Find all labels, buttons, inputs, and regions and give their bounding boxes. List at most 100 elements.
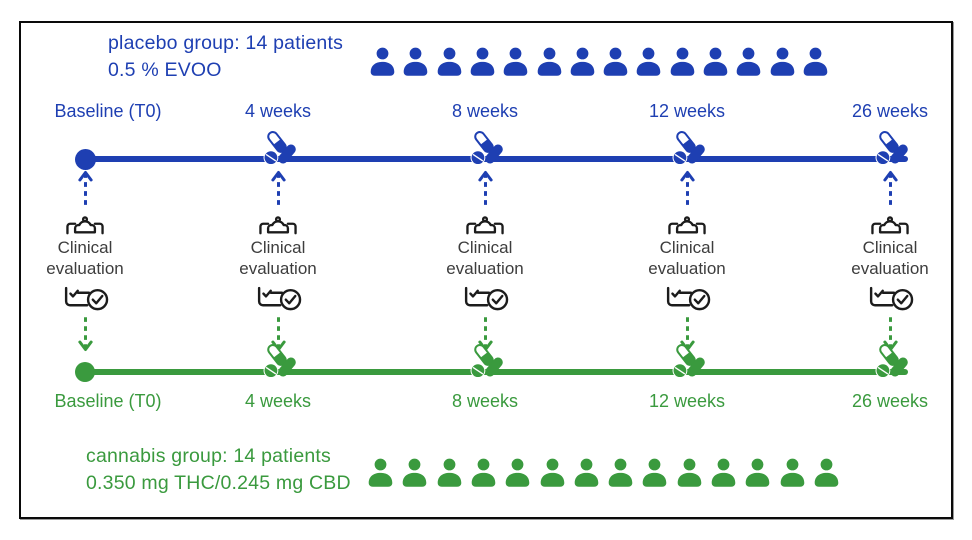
person-icon bbox=[608, 458, 633, 487]
patient-icon-wrap bbox=[668, 46, 697, 85]
patient-icon-wrap bbox=[568, 46, 597, 85]
person-icon bbox=[637, 47, 661, 76]
cannabis-group-dose: 0.350 mg THC/0.245 mg CBD bbox=[86, 472, 351, 494]
patient-icon-wrap bbox=[572, 457, 601, 496]
person-icon bbox=[503, 47, 528, 76]
clipboard-icon bbox=[66, 216, 104, 235]
dose-marker bbox=[467, 130, 504, 171]
patient-icon-wrap bbox=[768, 46, 797, 85]
person-icon bbox=[746, 458, 770, 487]
patient-icon-wrap bbox=[468, 46, 497, 85]
patient-icon-wrap bbox=[640, 457, 669, 496]
evaluation-label-line1: Clinical bbox=[57, 238, 113, 257]
patient-icon-wrap bbox=[469, 457, 498, 496]
timepoint-label: 8 weeks bbox=[451, 101, 519, 121]
person-icon bbox=[570, 47, 595, 76]
patient-icon-wrap bbox=[503, 457, 532, 496]
pills-icon bbox=[263, 344, 296, 379]
pills-icon bbox=[875, 131, 908, 166]
cannabis-group-label: cannabis group: 14 patients 0.350 mg THC… bbox=[86, 443, 351, 497]
arrow-up-icon bbox=[679, 170, 695, 205]
patient-icon-wrap bbox=[435, 46, 464, 85]
timepoint-label: 4 weeks bbox=[244, 391, 312, 411]
patient-icon-wrap bbox=[734, 46, 763, 85]
person-icon bbox=[404, 47, 428, 76]
person-icon bbox=[471, 458, 496, 487]
checklist-icon-wrap bbox=[62, 282, 109, 313]
checklist-check-icon bbox=[257, 286, 301, 311]
person-icon bbox=[670, 47, 694, 76]
dose-marker bbox=[260, 130, 297, 171]
checklist-icon-wrap bbox=[664, 282, 711, 313]
timepoint-label: 26 weeks bbox=[851, 101, 929, 121]
clipboard-icon bbox=[871, 216, 909, 235]
clinical-evaluation-column: Clinical evaluation bbox=[20, 168, 150, 354]
person-icon bbox=[677, 458, 701, 487]
checklist-icon-wrap bbox=[462, 282, 509, 313]
clipboard-icon-wrap bbox=[258, 208, 298, 235]
patient-icon-wrap bbox=[801, 46, 830, 85]
person-icon bbox=[780, 458, 804, 487]
checklist-icon-wrap bbox=[255, 282, 302, 313]
evaluation-label-line2: evaluation bbox=[851, 259, 929, 278]
evaluation-label-line2: evaluation bbox=[239, 259, 317, 278]
patient-icon-wrap bbox=[743, 457, 772, 496]
person-icon bbox=[540, 458, 564, 487]
timepoint-label: 8 weeks bbox=[451, 391, 519, 411]
dose-marker bbox=[872, 343, 909, 384]
evaluation-label-line1: Clinical bbox=[457, 238, 513, 257]
patient-icon-wrap bbox=[501, 46, 530, 85]
patient-icon-wrap bbox=[366, 457, 395, 496]
clipboard-icon-wrap bbox=[667, 208, 707, 235]
patient-icon-wrap bbox=[709, 457, 738, 496]
patient-icon-wrap bbox=[778, 457, 807, 496]
person-icon bbox=[711, 458, 736, 487]
patient-icon-wrap bbox=[535, 46, 564, 85]
patient-icon-wrap bbox=[400, 457, 429, 496]
evaluation-label-line1: Clinical bbox=[659, 238, 715, 257]
person-icon bbox=[370, 47, 395, 76]
checklist-check-icon bbox=[464, 286, 508, 311]
person-icon bbox=[703, 47, 728, 76]
patient-icon-wrap bbox=[435, 457, 464, 496]
placebo-group-dose: 0.5 % EVOO bbox=[108, 59, 222, 81]
evaluation-label-line2: evaluation bbox=[446, 259, 524, 278]
dose-marker bbox=[872, 130, 909, 171]
clinical-evaluation-column: Clinical evaluation bbox=[825, 168, 955, 354]
arrow-up-icon bbox=[270, 170, 286, 205]
timepoint-label: 4 weeks bbox=[244, 101, 312, 121]
dose-marker bbox=[669, 130, 706, 171]
timepoint-label: 12 weeks bbox=[648, 101, 726, 121]
placebo-group-title: placebo group: 14 patients bbox=[108, 32, 344, 54]
arrow-down-wrap bbox=[77, 316, 93, 354]
person-icon bbox=[368, 458, 393, 487]
patient-icon-wrap bbox=[634, 46, 663, 85]
person-icon bbox=[603, 47, 628, 76]
patient-icon-wrap bbox=[606, 457, 635, 496]
clinical-evaluation-column: Clinical evaluation bbox=[622, 168, 752, 354]
evaluation-label-line1: Clinical bbox=[250, 238, 306, 257]
timepoint-label: 12 weeks bbox=[648, 391, 726, 411]
dose-marker bbox=[467, 343, 504, 384]
pills-icon bbox=[672, 131, 705, 166]
clipboard-icon bbox=[668, 216, 706, 235]
checklist-check-icon bbox=[666, 286, 710, 311]
placebo-group-label: placebo group: 14 patients 0.5 % EVOO bbox=[108, 30, 343, 84]
arrow-down-icon bbox=[77, 317, 93, 352]
clipboard-icon-wrap bbox=[465, 208, 505, 235]
person-icon bbox=[505, 458, 530, 487]
person-icon bbox=[403, 458, 427, 487]
arrow-up-icon bbox=[477, 170, 493, 205]
timeline-dot bbox=[75, 362, 95, 382]
timepoint-label: Baseline (T0) bbox=[54, 391, 162, 411]
pills-icon bbox=[470, 344, 503, 379]
checklist-check-icon bbox=[64, 286, 108, 311]
evaluation-label-line1: Clinical bbox=[862, 238, 918, 257]
arrow-up-icon bbox=[882, 170, 898, 205]
evaluation-label-line2: evaluation bbox=[648, 259, 726, 278]
pills-icon bbox=[672, 344, 705, 379]
patient-icon-wrap bbox=[812, 457, 841, 496]
person-icon bbox=[803, 47, 828, 76]
cannabis-group-title: cannabis group: 14 patients bbox=[86, 445, 331, 467]
patient-icon-wrap bbox=[601, 46, 630, 85]
